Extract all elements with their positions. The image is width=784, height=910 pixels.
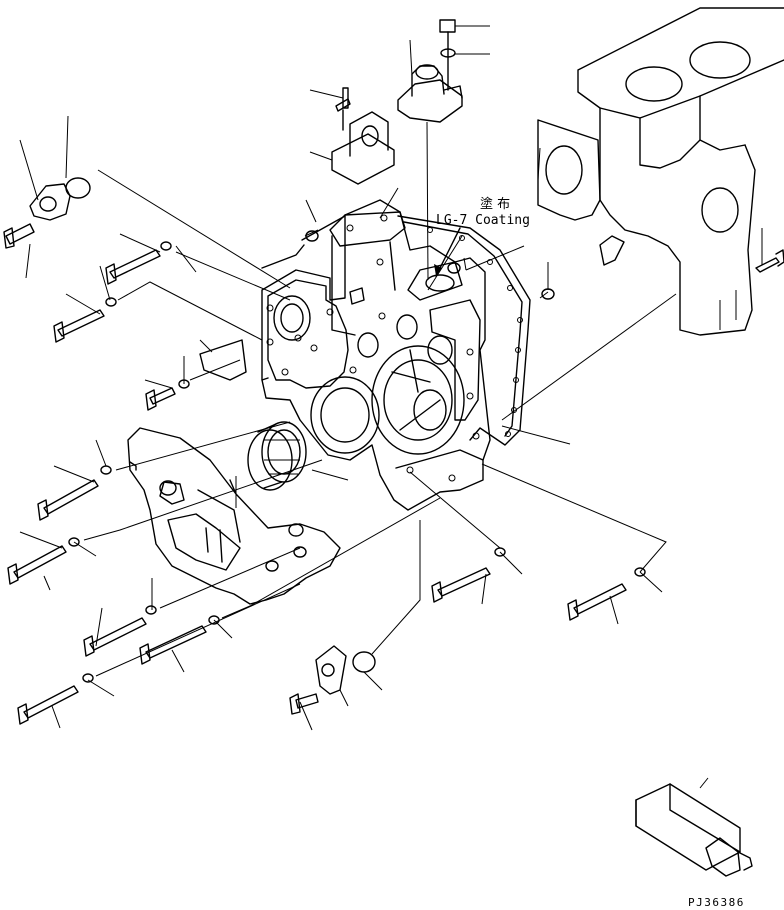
front-support xyxy=(127,427,341,605)
case-gasket xyxy=(261,215,531,446)
coating-label: LG-7 Coating xyxy=(436,213,530,228)
o-rings xyxy=(305,230,555,300)
timing-gear-case xyxy=(261,199,491,511)
figure-code: PJ36386 xyxy=(688,896,745,909)
case-bolts xyxy=(53,241,247,411)
oil-seal xyxy=(247,421,307,491)
outlet-housing xyxy=(397,19,463,281)
lifting-bracket xyxy=(331,87,395,185)
lower-right-bolts xyxy=(431,547,646,621)
leader-lines xyxy=(19,25,709,789)
small-cover xyxy=(3,177,91,249)
engine-block xyxy=(537,7,784,336)
coating-arrow xyxy=(434,227,461,277)
support-bolts xyxy=(7,465,220,725)
block-bolt xyxy=(755,228,784,273)
tool xyxy=(635,783,753,877)
bottom-cover xyxy=(289,645,376,715)
japanese-coating-label: 塗 布 xyxy=(480,196,510,212)
